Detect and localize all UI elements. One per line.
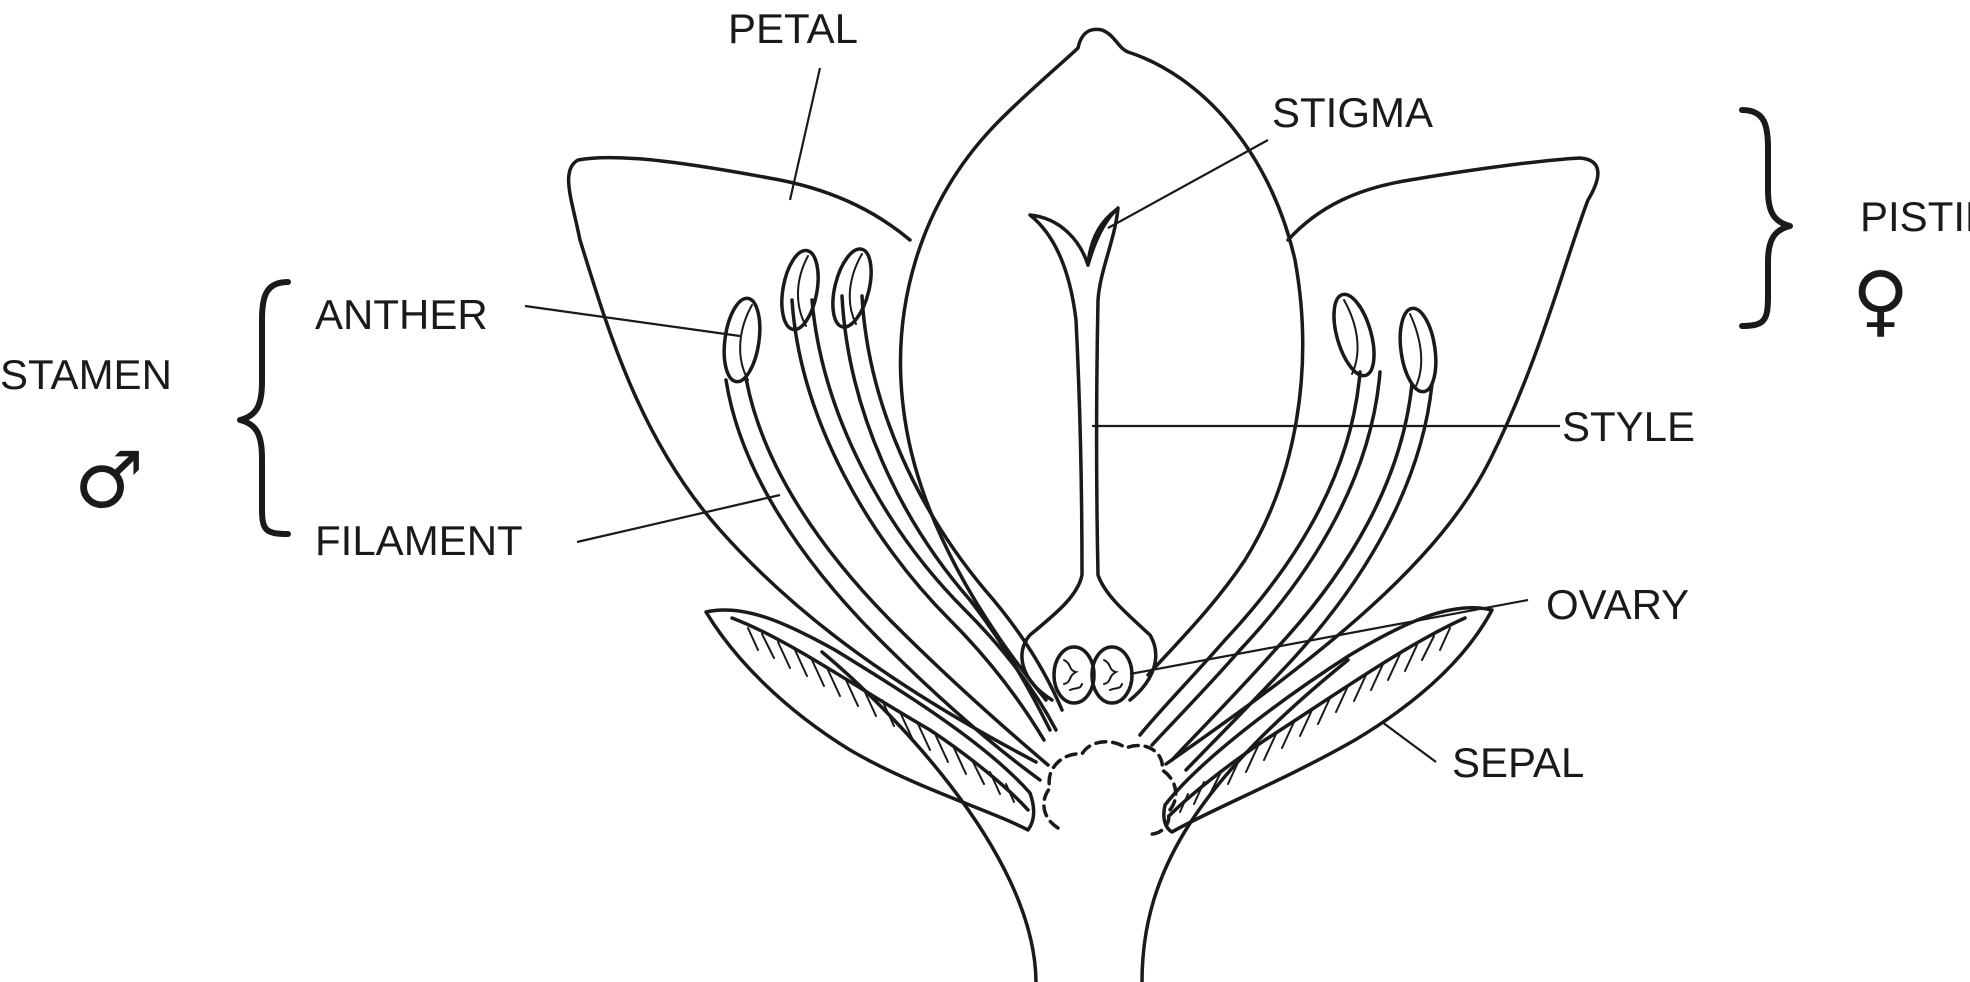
stem (820, 650, 1350, 982)
leader-lines (524, 67, 1560, 763)
anther-leader (524, 304, 741, 338)
label-pistil: PISTIL (1860, 193, 1970, 240)
label-ovary: OVARY (1546, 581, 1690, 628)
sepal-left (704, 608, 1036, 832)
pistil (1020, 206, 1158, 705)
label-stamen: STAMEN (0, 351, 172, 398)
male-symbol-icon: ♂ (74, 436, 144, 526)
stamens-left (722, 247, 1064, 782)
filament-leader (576, 493, 781, 544)
stamen-brace (237, 279, 291, 537)
sepal-right (1162, 606, 1494, 834)
petal-right (1164, 156, 1600, 766)
label-filament: FILAMENT (315, 517, 523, 564)
label-petal: PETAL (728, 5, 858, 52)
stamens-right (1138, 292, 1438, 772)
ovary-leader (1129, 598, 1529, 676)
pistil-brace (1739, 107, 1793, 329)
female-symbol-icon: ♀ (1852, 256, 1910, 346)
petal-leader (788, 67, 822, 201)
petal-left (566, 155, 1038, 764)
label-stigma: STIGMA (1272, 89, 1434, 136)
sepal-leader (1381, 721, 1437, 763)
petal-center (898, 27, 1305, 702)
label-sepal: SEPAL (1452, 739, 1585, 786)
label-anther: ANTHER (315, 291, 488, 338)
label-style: STYLE (1562, 403, 1696, 450)
receptacle (1042, 740, 1178, 836)
stigma-leader (1107, 139, 1269, 229)
